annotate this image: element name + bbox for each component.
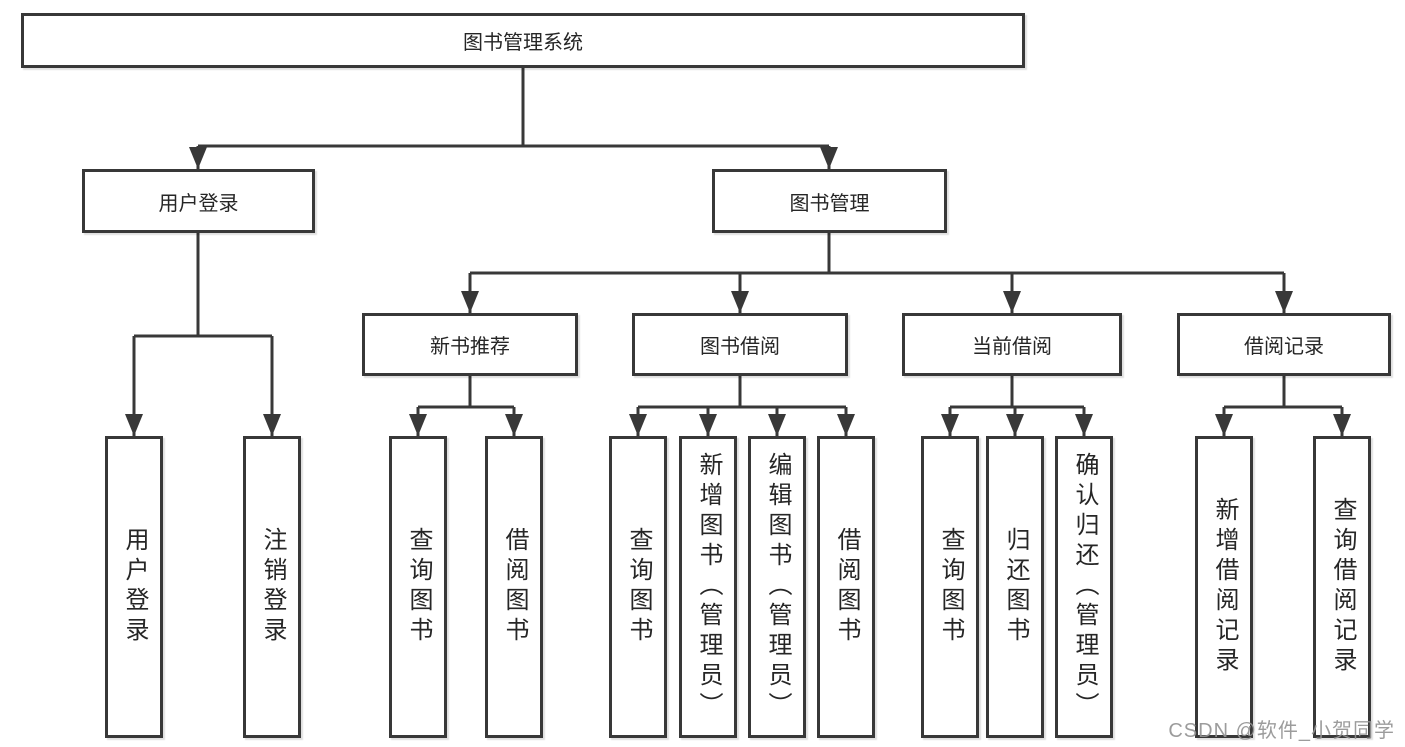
leaf-current-confirm-return-admin: 确认归还（管理员）: [1055, 436, 1113, 738]
leaf-borrow-borrow-books-label: 借阅图书: [833, 527, 860, 647]
leaf-current-return-books: 归还图书: [986, 436, 1044, 738]
node-root-system: 图书管理系统: [21, 13, 1025, 68]
leaf-logout-login-label: 注销登录: [259, 527, 286, 647]
leaf-borrow-borrow-books: 借阅图书: [817, 436, 875, 738]
node-book-management: 图书管理: [712, 169, 947, 233]
leaf-current-query-books-label: 查询图书: [937, 527, 964, 647]
leaf-borrow-edit-books-admin: 编辑图书（管理员）: [748, 436, 806, 738]
connector-user-login-to-leaves: [125, 233, 281, 436]
leaf-current-return-books-label: 归还图书: [1002, 527, 1029, 647]
leaf-newbook-query-books-label: 查询图书: [405, 527, 432, 647]
node-borrow-records-label: 借阅记录: [1244, 336, 1324, 358]
connector-current-borrow-to-leaves: [941, 376, 1093, 436]
leaf-borrow-edit-books-admin-label: 编辑图书（管理员）: [764, 452, 791, 722]
leaf-newbook-query-books: 查询图书: [389, 436, 447, 738]
leaf-current-query-books: 查询图书: [921, 436, 979, 738]
leaf-current-confirm-return-admin-label: 确认归还（管理员）: [1071, 452, 1098, 722]
leaf-borrow-query-books: 查询图书: [609, 436, 667, 738]
node-book-management-label: 图书管理: [789, 192, 870, 215]
leaf-record-query-borrow-record: 查询借阅记录: [1313, 436, 1371, 738]
node-user-login-label: 用户登录: [158, 192, 239, 215]
connector-book-borrow-to-leaves: [629, 376, 855, 436]
leaf-newbook-borrow-books-label: 借阅图书: [501, 527, 528, 647]
connector-borrow-record-to-leaves: [1215, 376, 1351, 436]
csdn-watermark: CSDN @软件_小贺同学: [1168, 720, 1395, 742]
leaf-newbook-borrow-books: 借阅图书: [485, 436, 543, 738]
leaf-borrow-add-books-admin-label: 新增图书（管理员）: [695, 452, 722, 722]
node-current-borrow: 当前借阅: [902, 313, 1122, 376]
leaf-borrow-add-books-admin: 新增图书（管理员）: [679, 436, 737, 738]
leaf-logout-login: 注销登录: [243, 436, 301, 738]
node-new-book-recommend-label: 新书推荐: [430, 336, 510, 358]
leaf-record-add-borrow-record-label: 新增借阅记录: [1211, 497, 1238, 677]
connector-new-book-to-leaves: [409, 376, 523, 436]
node-current-borrow-label: 当前借阅: [972, 336, 1052, 358]
node-book-borrow-label: 图书借阅: [700, 336, 780, 358]
leaf-record-add-borrow-record: 新增借阅记录: [1195, 436, 1253, 738]
node-new-book-recommend: 新书推荐: [362, 313, 578, 376]
node-user-login: 用户登录: [82, 169, 315, 233]
connector-root-to-level2: [189, 68, 838, 169]
leaf-borrow-query-books-label: 查询图书: [625, 527, 652, 647]
leaf-user-login-label: 用户登录: [121, 527, 148, 647]
node-book-borrow: 图书借阅: [632, 313, 848, 376]
leaf-user-login: 用户登录: [105, 436, 163, 738]
node-root-label: 图书管理系统: [463, 32, 583, 54]
leaf-record-query-borrow-record-label: 查询借阅记录: [1329, 497, 1356, 677]
connector-book-mgmt-to-level3: [461, 233, 1293, 313]
node-borrow-records: 借阅记录: [1177, 313, 1391, 376]
